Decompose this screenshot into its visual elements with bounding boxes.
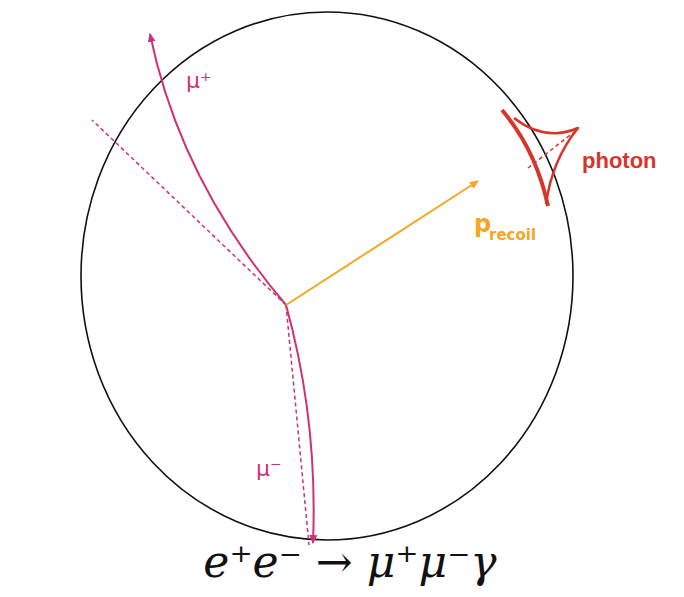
muon-track [286, 305, 314, 543]
process-formula: e⁺e⁻ → μ⁺μ⁻γ [203, 540, 496, 584]
momentum-subscript: recoil [489, 228, 536, 243]
photon-label: photon [582, 150, 657, 172]
momentum-label: p [474, 212, 491, 236]
track-label: μ⁺ [186, 70, 212, 92]
shower-shape [514, 118, 578, 204]
tangent-line [286, 305, 309, 545]
tangent-line [92, 120, 286, 305]
shower-axis [528, 132, 574, 168]
muon-track [150, 34, 286, 305]
detector-circle [81, 12, 573, 540]
recoil-arrow [286, 181, 478, 305]
track-label: μ⁻ [256, 458, 282, 480]
